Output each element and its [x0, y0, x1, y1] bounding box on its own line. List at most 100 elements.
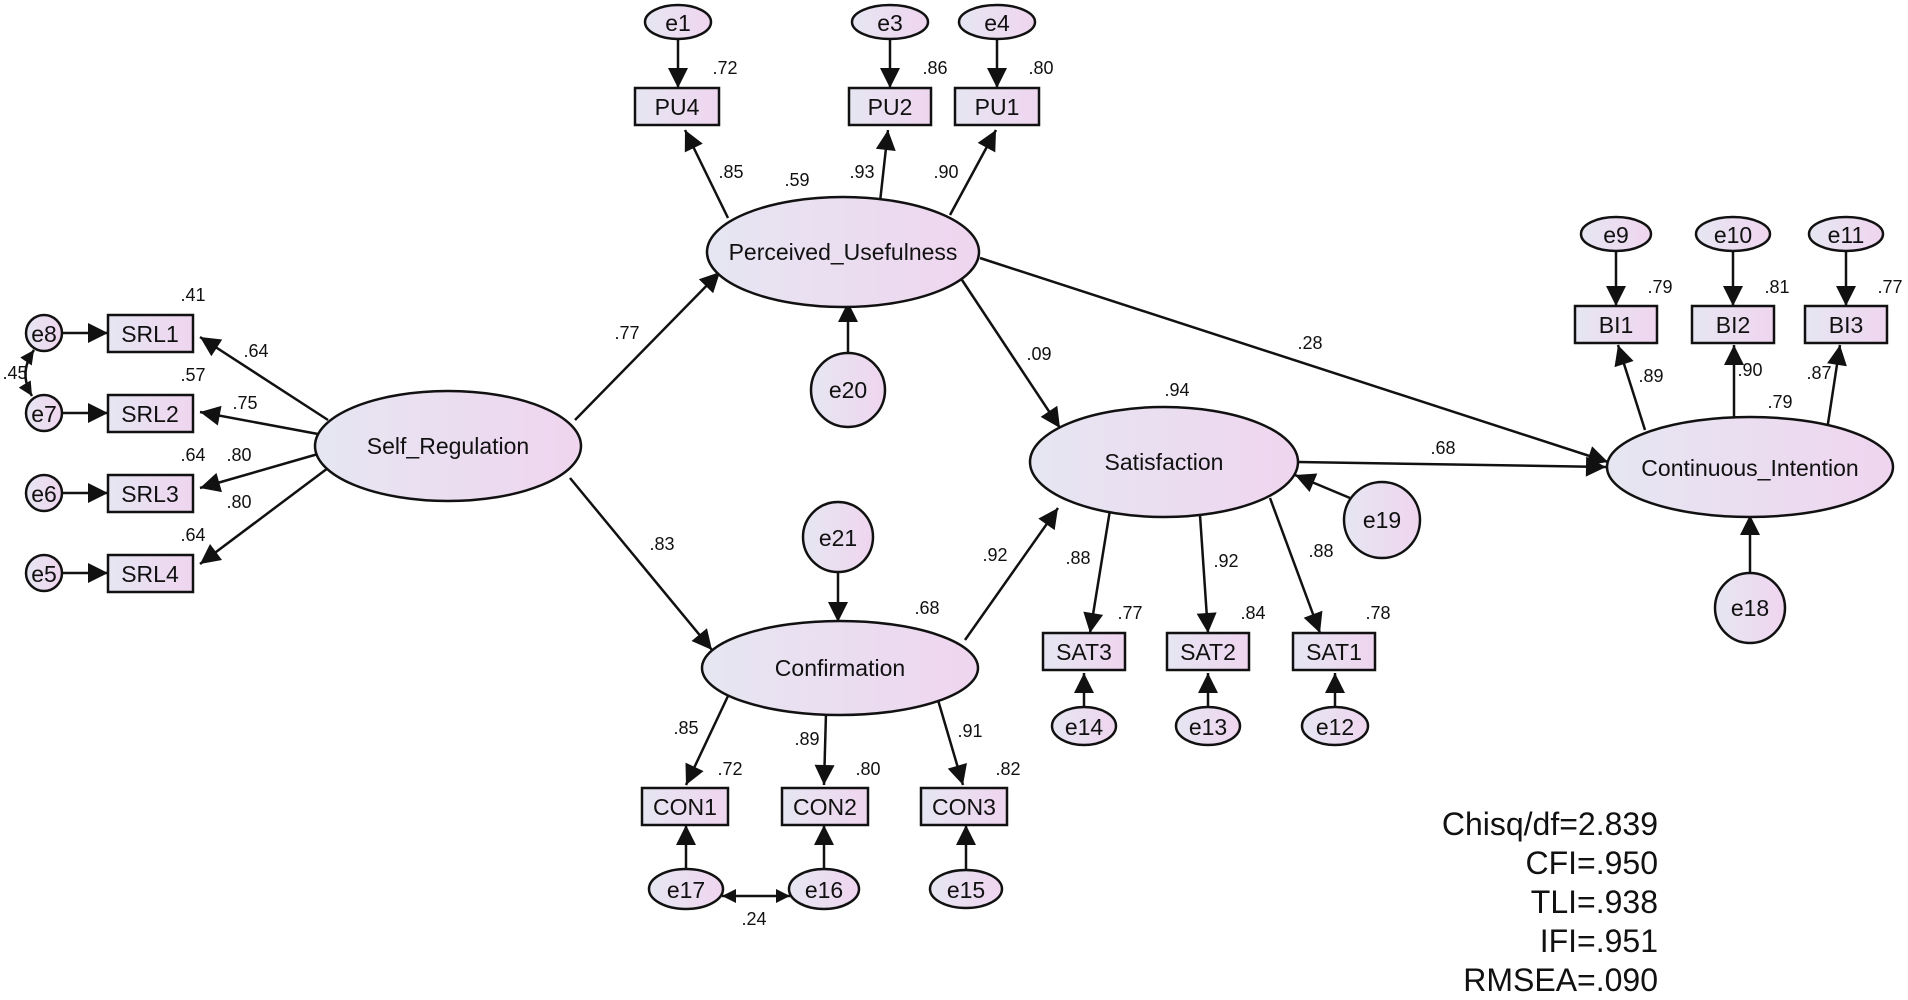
- indicator-con3: [919, 786, 1009, 827]
- error-e6: [24, 473, 64, 513]
- latent-confirmation: [700, 619, 980, 717]
- r2-srl1: .41: [180, 285, 205, 305]
- error-e4: [957, 3, 1037, 41]
- error-e16: [787, 867, 861, 911]
- latent-continuous-intention: [1605, 415, 1895, 519]
- loading-pu2: [875, 129, 896, 203]
- covariance-label-e17-e16: .24: [741, 909, 766, 929]
- loading-label-bi2: .90: [1737, 360, 1762, 380]
- covariance-label-e8-e7: .45: [2, 363, 27, 383]
- label-e11: e11: [1828, 222, 1865, 248]
- loading-label-pu1: .90: [933, 162, 958, 182]
- error-e1: [643, 3, 713, 41]
- loading-bi3: [1825, 344, 1847, 431]
- label-e21: e21: [819, 525, 857, 551]
- indicator-sat3: [1041, 631, 1127, 672]
- label-e12: e12: [1316, 714, 1354, 740]
- indicator-srl3: [106, 473, 195, 514]
- label-pu2: PU2: [868, 94, 913, 120]
- r2-continuous-intention: .79: [1767, 392, 1792, 412]
- label-e1: e1: [665, 10, 691, 36]
- r2-srl3: .64: [180, 445, 205, 465]
- error-e9: [1579, 215, 1653, 253]
- error-e11: [1807, 215, 1885, 253]
- label-e18: e18: [1731, 595, 1769, 621]
- label-self-regulation: Self_Regulation: [367, 433, 529, 459]
- loading-label-srl3: .80: [226, 445, 251, 465]
- r2-con2: .80: [855, 759, 880, 779]
- loading-label-srl4: .80: [226, 492, 251, 512]
- path-label-sr-pu: .77: [614, 323, 639, 343]
- label-bi1: BI1: [1599, 312, 1634, 338]
- label-sat2: SAT2: [1180, 639, 1236, 665]
- indicator-pu4: [633, 86, 721, 127]
- error-e12: [1300, 705, 1370, 747]
- path-sr-con: [569, 477, 713, 651]
- loading-sat1: [1268, 497, 1323, 634]
- label-srl3: SRL3: [121, 481, 179, 507]
- label-e4: e4: [984, 10, 1010, 36]
- loading-srl1: [199, 335, 329, 422]
- loading-con2: [814, 712, 835, 786]
- r2-perceived-usefulness: .59: [784, 170, 809, 190]
- indicator-srl4: [106, 553, 195, 594]
- label-perceived-usefulness: Perceived_Usefulness: [729, 239, 958, 265]
- r2-satisfaction: .94: [1164, 380, 1189, 400]
- label-sat1: SAT1: [1306, 639, 1362, 665]
- r2-pu4: .72: [712, 58, 737, 78]
- r2-sat2: .84: [1240, 603, 1265, 623]
- r2-bi3: .77: [1877, 277, 1902, 297]
- label-e10: e10: [1714, 222, 1752, 248]
- r2-bi2: .81: [1764, 277, 1789, 297]
- r2-con3: .82: [995, 759, 1020, 779]
- indicator-bi2: [1690, 304, 1776, 345]
- r2-bi1: .79: [1647, 277, 1672, 297]
- r2-con1: .72: [717, 759, 742, 779]
- loading-srl2: [199, 405, 319, 436]
- label-e3: e3: [877, 10, 903, 36]
- label-pu4: PU4: [655, 94, 700, 120]
- loading-sat2: [1196, 514, 1217, 634]
- error-e3: [850, 3, 930, 41]
- label-bi3: BI3: [1829, 312, 1864, 338]
- indicator-con2: [780, 786, 870, 827]
- error-e15: [928, 868, 1004, 910]
- label-bi2: BI2: [1716, 312, 1751, 338]
- label-pu1: PU1: [975, 94, 1020, 120]
- fit-cfi: CFI=.950: [1525, 845, 1658, 881]
- latent-perceived-usefulness: [705, 195, 981, 309]
- label-e6: e6: [31, 481, 57, 507]
- indicator-bi3: [1803, 304, 1889, 345]
- loading-srl3: [199, 452, 319, 493]
- path-con-sat: [963, 507, 1060, 641]
- error-e13: [1174, 705, 1242, 747]
- label-e20: e20: [829, 377, 867, 403]
- path-sat-ci: [1297, 456, 1607, 477]
- loading-label-con2: .89: [794, 729, 819, 749]
- error-e17: [647, 867, 725, 911]
- loading-srl4: [199, 467, 329, 565]
- fit-tli: TLI=.938: [1530, 884, 1658, 920]
- loading-label-sat3: .88: [1065, 548, 1090, 568]
- covariance-e8-e7: [18, 349, 36, 397]
- indicator-sat2: [1165, 631, 1251, 672]
- indicator-sat1: [1291, 631, 1377, 672]
- loading-sat3: [1083, 509, 1112, 634]
- loading-label-sat2: .92: [1213, 551, 1238, 571]
- label-con1: CON1: [653, 794, 717, 820]
- path-label-con-sat: .92: [982, 545, 1007, 565]
- loading-con3: [936, 699, 967, 786]
- r2-sat1: .78: [1365, 603, 1390, 623]
- r2-srl4: .64: [180, 525, 205, 545]
- indicator-srl1: [106, 313, 195, 354]
- path-label-pu-ci: .28: [1297, 333, 1322, 353]
- latent-satisfaction: [1028, 405, 1300, 519]
- indicator-srl2: [106, 393, 195, 434]
- fit-indices: Chisq/df=2.839 CFI=.950 TLI=.938 IFI=.95…: [1442, 805, 1658, 1000]
- path-label-sat-ci: .68: [1430, 438, 1455, 458]
- indicator-pu1: [953, 86, 1041, 127]
- error-e7: [24, 393, 64, 433]
- error-e21: [801, 500, 875, 574]
- loading-pu4: [683, 129, 730, 219]
